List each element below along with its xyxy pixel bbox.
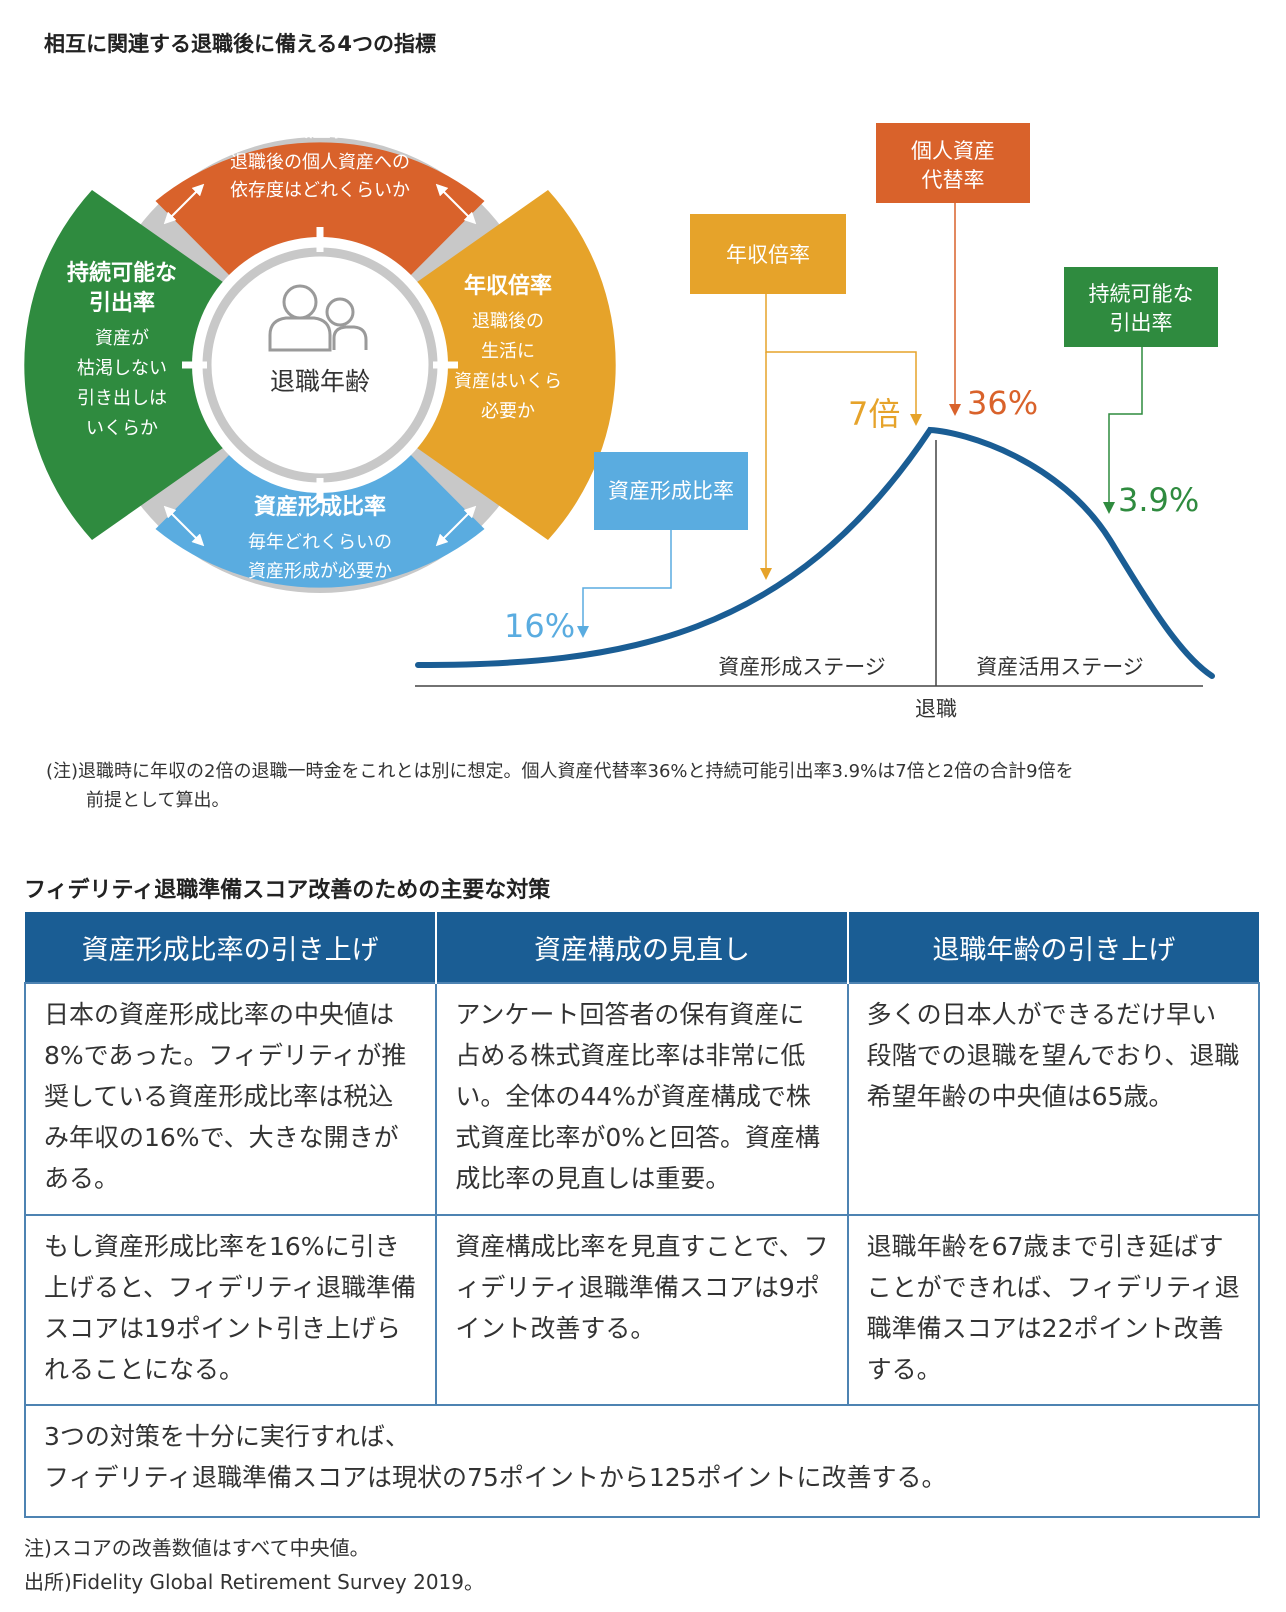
footnote-note: 注)スコアの改善数値はすべて中央値。 <box>24 1536 370 1560</box>
indicator-wheel: 退職年齢 個人資産代替率 退職後の個人資産への 依存度はどれくらいか 年収倍率 … <box>24 116 616 593</box>
box-replacement-line1: 個人資産 <box>911 139 995 163</box>
segment-left-title2: 引出率 <box>89 290 155 316</box>
note-line1: (注)退職時に年収の2倍の退職一時金をこれとは別に想定。個人資産代替率36%と持… <box>46 761 1074 782</box>
box-replacement-rate <box>876 123 1030 203</box>
center-label: 退職年齢 <box>270 367 370 396</box>
header-retirement-age: 退職年齢の引き上げ <box>847 912 1259 983</box>
segment-right-desc3: 資産はいくら <box>454 371 562 392</box>
box-saving-label: 資産形成比率 <box>608 479 734 503</box>
arrow-withdrawal <box>1103 502 1115 514</box>
segment-right-title: 年収倍率 <box>464 273 552 299</box>
segment-left-desc4: いくらか <box>86 418 158 439</box>
wealth-curve <box>415 426 1215 679</box>
cell-allocation-impact: 資産構成比率を見直すことで、フィデリティ退職準備スコアは9ポイント改善する。 <box>435 1214 849 1406</box>
table-header-row: 資産形成比率の引き上げ 資産構成の見直し 退職年齢の引き上げ <box>25 912 1259 983</box>
measures-title: フィデリティ退職準備スコア改善のための主要な対策 <box>24 878 551 903</box>
segment-left-desc1: 資産が <box>95 328 149 349</box>
header-asset-allocation: 資産構成の見直し <box>436 912 849 983</box>
diagram-note: (注)退職時に年収の2倍の退職一時金をこれとは別に想定。個人資産代替率36%と持… <box>46 757 1074 815</box>
segment-right-desc2: 生活に <box>481 341 535 362</box>
value-income-multiple: 7倍 <box>848 395 900 433</box>
segment-withdrawal-rate <box>24 190 241 540</box>
segment-right-desc1: 退職後の <box>472 311 544 332</box>
lifecycle-curve-diagram: 個人資産 代替率 36% 年収倍率 7倍 持続可能な 引出率 3.9% 資産形成… <box>415 123 1218 721</box>
segment-left-desc3: 引き出しは <box>77 388 167 409</box>
box-income-multiple <box>690 214 846 294</box>
connector-arrows <box>163 183 477 547</box>
box-withdrawal-rate <box>1064 267 1218 347</box>
table-row: 日本の資産形成比率の中央値は8%であった。フィデリティが推奨している資産形成比率… <box>23 982 1261 1216</box>
cell-retirement-age-finding: 多くの日本人ができるだけ早い段階での退職を望んでおり、退職希望年齢の中央値は65… <box>846 982 1261 1216</box>
box-income-label: 年収倍率 <box>726 243 810 267</box>
arrow-replacement <box>949 404 961 416</box>
box-withdrawal-line1: 持続可能な <box>1089 282 1194 306</box>
arrow-income-to-peak <box>910 414 922 426</box>
retirement-label: 退職 <box>915 697 957 721</box>
summary-line2: フィデリティ退職準備スコアは現状の75ポイントから125ポイントに改善する。 <box>44 1463 947 1492</box>
segment-replacement-rate <box>155 142 485 296</box>
segment-saving-rate <box>155 434 485 588</box>
box-saving-rate <box>594 452 748 530</box>
segment-bottom-desc2: 資産形成が必要か <box>248 561 392 582</box>
segment-income-multiple <box>400 190 616 540</box>
box-replacement-line2: 代替率 <box>922 168 985 192</box>
summary-line1: 3つの対策を十分に実行すれば、 <box>44 1422 410 1451</box>
segment-top-desc2: 依存度はどれくらいか <box>230 180 410 201</box>
cell-retirement-age-impact: 退職年齢を67歳まで引き延ばすことができれば、フィデリティ退職準備スコアは22ポ… <box>846 1214 1261 1406</box>
top-title: 相互に関連する退職後に備える4つの指標 <box>44 32 436 56</box>
stage-accumulation-label: 資産形成ステージ <box>718 655 886 679</box>
arrow-income-to-curve <box>760 568 772 580</box>
box-withdrawal-line2: 引出率 <box>1110 311 1173 335</box>
summary-cell: 3つの対策を十分に実行すれば、 フィデリティ退職準備スコアは現状の75ポイントか… <box>24 1404 1260 1518</box>
segment-left-title1: 持続可能な <box>67 260 177 286</box>
segment-left-desc2: 枯渇しない <box>77 358 167 379</box>
cell-allocation-finding: アンケート回答者の保有資産に占める株式資産比率は非常に低い。全体の44%が資産構… <box>435 982 849 1216</box>
header-saving-rate: 資産形成比率の引き上げ <box>25 912 438 983</box>
indicators-diagram: 退職年齢 個人資産代替率 退職後の個人資産への 依存度はどれくらいか 年収倍率 … <box>24 116 1218 721</box>
center-circle <box>192 237 448 493</box>
value-saving-rate: 16% <box>504 607 575 645</box>
people-icon <box>268 284 368 352</box>
segment-top-desc1: 退職後の個人資産への <box>230 152 410 173</box>
note-line2: 前提として算出。 <box>86 790 230 811</box>
value-withdrawal: 3.9% <box>1118 481 1199 519</box>
segment-bottom-desc1: 毎年どれくらいの <box>248 532 392 553</box>
segment-right-desc4: 必要か <box>481 401 535 422</box>
cell-saving-rate-impact: もし資産形成比率を16%に引き上げると、フィデリティ退職準備スコアは19ポイント… <box>23 1214 438 1406</box>
table-summary-row: 3つの対策を十分に実行すれば、 フィデリティ退職準備スコアは現状の75ポイントか… <box>24 1404 1260 1518</box>
table-row: もし資産形成比率を16%に引き上げると、フィデリティ退職準備スコアは19ポイント… <box>23 1214 1261 1406</box>
measures-table: 資産形成比率の引き上げ 資産構成の見直し 退職年齢の引き上げ 日本の資産形成比率… <box>23 912 1261 1518</box>
stage-decumulation-label: 資産活用ステージ <box>976 655 1144 679</box>
segment-bottom-title: 資産形成比率 <box>254 494 386 520</box>
arrow-saving <box>577 626 589 638</box>
value-replacement: 36% <box>967 384 1038 422</box>
cell-saving-rate-finding: 日本の資産形成比率の中央値は8%であった。フィデリティが推奨している資産形成比率… <box>23 982 438 1216</box>
segment-top-title: 個人資産代替率 <box>242 116 397 142</box>
footnote-source: 出所)Fidelity Global Retirement Survey 201… <box>24 1570 484 1594</box>
